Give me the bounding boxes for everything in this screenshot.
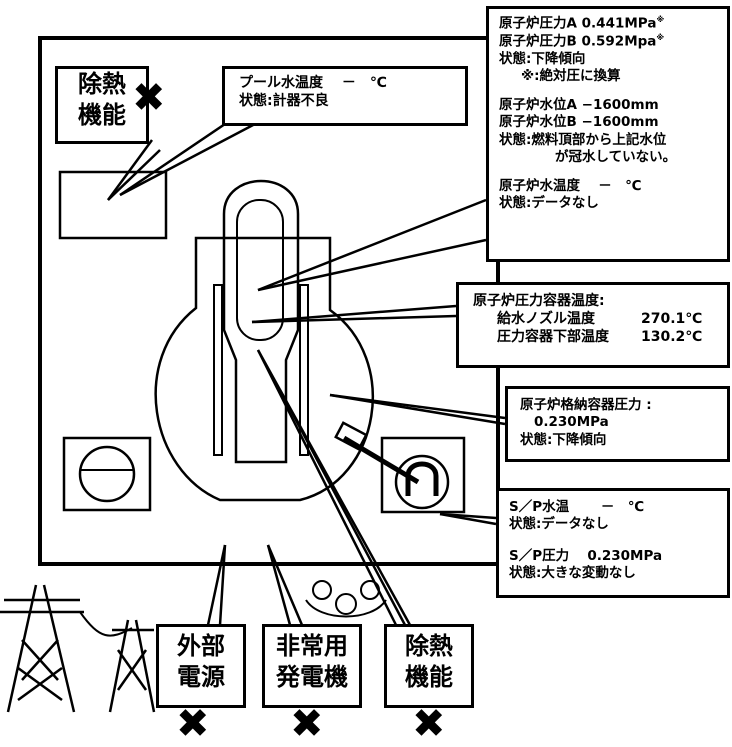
nozzle-temp-label: 給水ノズル温度 [497,310,595,327]
reactor-level-b: 原子炉水位B −1600mm [499,114,659,131]
suppression-pool-callout: S／P水温 － ℃ 状態:データなし S／P圧力 0.230MPa 状態:大きな… [496,488,730,598]
containment-pressure-callout: 原子炉格納容器圧力 : 0.230MPa 状態:下降傾向 [505,386,730,462]
heat-removal-bottom-line-1: 除熱 [405,632,453,660]
reactor-pressure-vessel [222,179,300,464]
vessel-temp-title: 原子炉圧力容器温度: [473,293,605,309]
reactor-info-callout: 原子炉圧力A 0.441MPa※ 原子炉圧力B 0.592Mpa※ 状態:下降傾… [486,6,730,262]
note-mark-a: ※ [656,15,665,24]
bottom-temp-row: 圧力容器下部温度 130.2℃ [473,329,727,347]
rpv-pedestal-left [213,284,223,456]
containment-status: 状態:下降傾向 [520,431,607,448]
suppression-pool-box [380,436,466,514]
vessel-temperature-callout: 原子炉圧力容器温度: 給水ノズル温度 270.1℃ 圧力容器下部温度 130.2℃ [456,282,730,368]
spent-fuel-pool [58,170,168,240]
reactor-pressure-b: 原子炉圧力B 0.592Mpa※ [499,32,665,50]
sp-temp-status: 状態:データなし [509,516,609,533]
pool-temp-text: プール水温度 － ℃ [239,75,387,91]
suppression-pool-torus [394,454,450,510]
left-equipment-tank [78,445,136,503]
containment-vessel [154,236,374,502]
heat-removal-bottom-line-2: 機能 [405,663,453,692]
bottom-temp-value: 130.2℃ [641,328,703,345]
reactor-water-temp: 原子炉水温度 － ℃ [499,178,642,195]
generator-gauges [305,580,387,618]
failed-x-offsite-power: ✖ [176,701,210,747]
transmission-tower-right [108,619,156,713]
bottom-temp-label: 圧力容器下部温度 [497,328,609,345]
failed-x-heat-removal-bottom: ✖ [412,701,446,747]
heat-removal-bottom-label: 除熱 機能 [384,624,474,708]
failed-x-heat-removal-top: ✖ [132,75,166,121]
rpv-pedestal-right [299,284,309,456]
spent-fuel-pool-callout: プール水温度 － ℃ 状態:計器不良 [222,66,468,126]
pool-status-text: 状態:計器不良 [239,92,329,109]
reactor-level-status-1: 状態:燃料頂部から上記水位 [499,131,667,148]
heat-removal-top-line-2: 機能 [78,101,126,130]
offsite-power-line-2: 電源 [177,663,225,692]
sp-pressure: S／P圧力 0.230MPa [509,547,663,564]
absolute-pressure-note: ※:絶対圧に換算 [521,67,621,84]
heat-removal-top-label: 除熱 機能 [55,66,149,144]
reactor-level-a: 原子炉水位A −1600mm [499,97,659,114]
note-mark-b: ※ [656,32,665,42]
nozzle-temp-value: 270.1℃ [641,310,703,327]
fuel-core [236,199,284,341]
offsite-power-line-1: 外部 [177,632,225,660]
offsite-power-label: 外部 電源 [156,624,246,708]
emergency-generator-line-2: 発電機 [276,663,348,692]
emergency-generator-label: 非常用 発電機 [262,624,362,708]
callout-lines [106,122,506,626]
reactor-water-temp-status: 状態:データなし [499,195,599,212]
sp-pressure-status: 状態:大きな変動なし [509,564,636,581]
emergency-generator-line-1: 非常用 [276,632,348,660]
sp-temp: S／P水温 － ℃ [509,499,645,515]
reactor-level-status-2: が冠水していない。 [555,148,677,165]
power-line [79,611,133,637]
failed-x-emergency-generator: ✖ [290,701,324,747]
left-equipment-box [62,436,152,512]
containment-title: 原子炉格納容器圧力 : [520,397,652,413]
heat-removal-top-line-1: 除熱 [78,70,126,98]
nozzle-temp-row: 給水ノズル温度 270.1℃ [473,311,727,329]
reactor-pressure-a: 原子炉圧力A 0.441MPa※ [499,15,665,32]
containment-value: 0.230MPa [534,414,609,431]
reactor-pressure-status: 状態:下降傾向 [499,50,586,67]
transmission-tower-left [0,584,84,713]
